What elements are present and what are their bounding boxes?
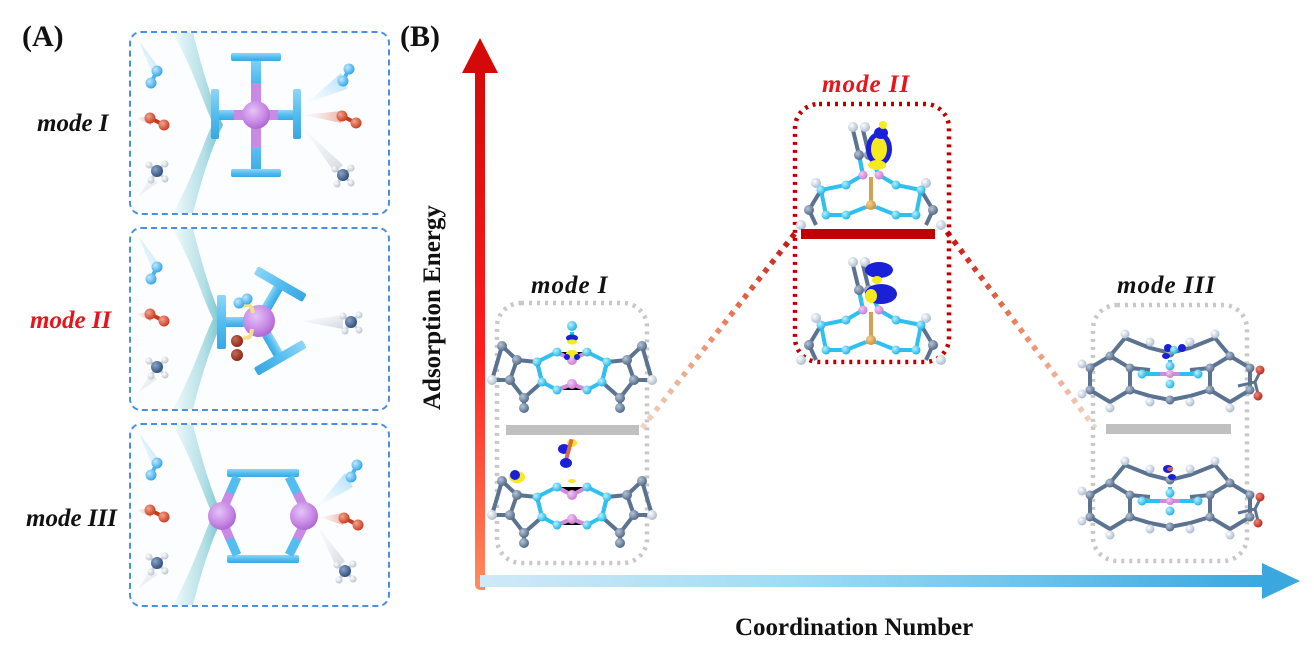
outgoing-molecules [301, 310, 364, 336]
y-axis-arrowhead-icon [462, 38, 498, 73]
panel-a-mode-3-label: mode III [26, 505, 117, 532]
dual-atom-site-structure [208, 469, 318, 563]
mode-1-structure-bottom [485, 438, 659, 550]
mode-1-group-box [494, 300, 650, 566]
mode-2-group-box [792, 101, 952, 365]
outgoing-molecules [303, 61, 364, 189]
four-arm-site-structure [211, 53, 301, 177]
mode-3-level-label: mode III [1117, 272, 1216, 299]
three-arm-site-structure [217, 267, 307, 375]
panel-a-mode-2-label: mode II [30, 307, 112, 334]
mode-3-illustration [131, 425, 366, 605]
mode-1-level-label: mode I [531, 272, 609, 299]
panel-a-mode-3-box [129, 423, 390, 607]
mode-2-structure-top [794, 120, 948, 232]
connector-mode1-to-mode2 [639, 230, 799, 430]
x-axis [480, 563, 1300, 599]
connector-mode2-to-mode3 [944, 230, 1098, 430]
panel-a-mode-2-box [129, 227, 390, 411]
x-axis-line [480, 575, 1265, 587]
panel-a-label: (A) [22, 20, 64, 53]
mode-3-group-box [1090, 302, 1250, 564]
mode-3-structure-bottom [1075, 454, 1267, 542]
x-axis-arrowhead-icon [1262, 563, 1300, 599]
mode-2-structure-bottom [794, 255, 948, 367]
outgoing-molecules [317, 457, 366, 585]
panel-a-mode-1-label: mode I [37, 110, 109, 137]
mode-1-illustration [131, 33, 364, 213]
x-axis-label: Coordination Number [735, 614, 974, 641]
mode-2-level-label: mode II [822, 71, 911, 98]
mode-3-energy-level-bar [1106, 424, 1231, 434]
y-axis-label: Adsorption Energy [419, 205, 446, 410]
mode-1-structure-top [485, 321, 659, 415]
level-mode-2 [792, 101, 952, 367]
panel-a-mode-1-box [129, 31, 390, 215]
panel-b-label: (B) [400, 20, 440, 53]
mode-1-energy-level-bar [506, 425, 639, 435]
mode-2-illustration [131, 229, 364, 409]
mode-2-energy-level-bar [801, 229, 935, 239]
y-axis-line [475, 70, 485, 585]
mode-3-structure-top [1075, 327, 1267, 415]
level-mode-3 [1075, 302, 1267, 564]
level-mode-1 [485, 300, 659, 566]
